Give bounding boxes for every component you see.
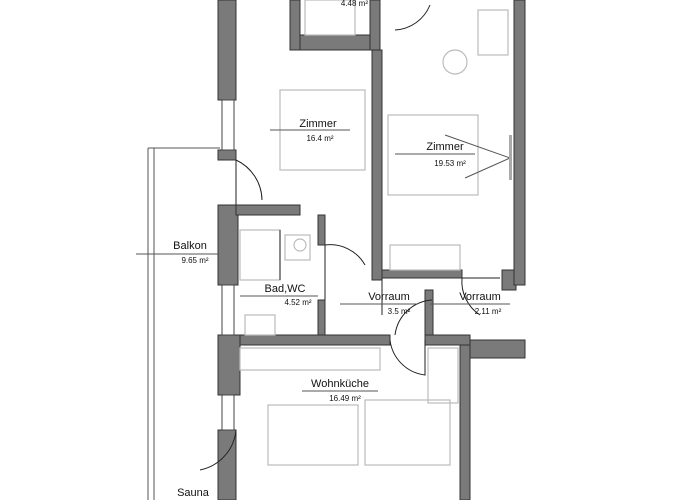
room-area-vorraum-2: 2.11 m²	[475, 307, 502, 316]
doors	[199, 4, 500, 471]
room-name-vorraum-2: Vorraum	[459, 291, 501, 303]
room-name-wohnkueche: Wohnküche	[311, 378, 369, 390]
room-name-sauna: Sauna	[177, 487, 210, 499]
room-area-balkon: 9.65 m²	[181, 256, 208, 265]
room-area-zimmer-1: 16.4 m²	[306, 134, 333, 143]
room-name-bad-wc: Bad,WC	[265, 283, 306, 295]
room-name-zimmer-2: Zimmer	[426, 141, 464, 153]
label-leaders	[136, 129, 512, 392]
room-area-vorraum-1: 3.5 m²	[388, 307, 411, 316]
windows	[221, 99, 235, 431]
room-name-zimmer-1: Zimmer	[299, 118, 337, 130]
room-name-balkon: Balkon	[173, 240, 207, 252]
balcony-outline	[147, 147, 220, 500]
walls	[217, 0, 526, 500]
room-area-wohnkueche: 16.49 m²	[329, 394, 361, 403]
room-area-bad-wc: 4.52 m²	[284, 298, 311, 307]
room-name-vorraum-1: Vorraum	[368, 291, 410, 303]
room-area-top: 4.48 m²	[341, 0, 368, 8]
room-area-zimmer-2: 19.53 m²	[434, 159, 466, 168]
